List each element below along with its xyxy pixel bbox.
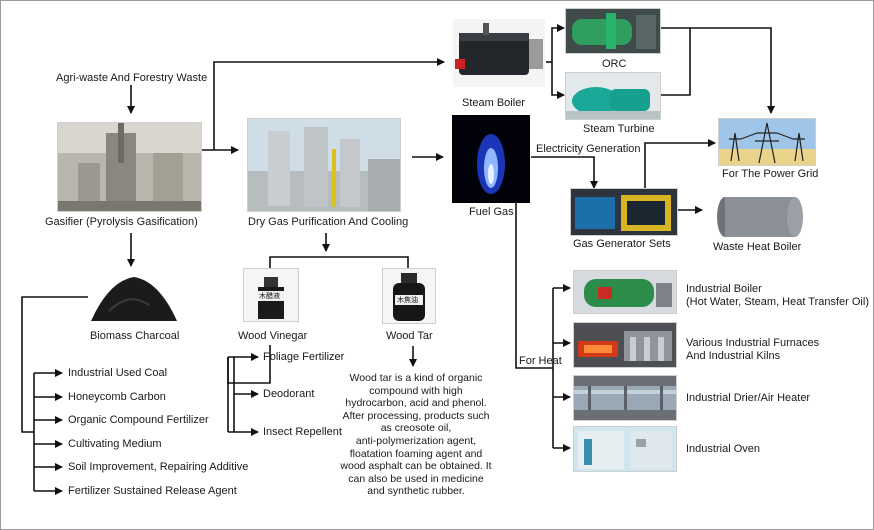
wood-tar-description-line: floatation foaming agent and [349, 447, 483, 460]
line-for-heat [515, 200, 553, 369]
wood-tar-description-line: After processing, products such [342, 409, 490, 422]
oven-label: Industrial Oven [686, 443, 760, 455]
charcoal-use-item: Industrial Used Coal [68, 367, 168, 379]
vinegar-use-item: Foliage Fertilizer [263, 351, 345, 363]
line-orc-turbine-join [660, 27, 691, 96]
biomass-charcoal-photo [88, 270, 180, 324]
wood-tar-label: Wood Tar [386, 330, 433, 342]
charcoal-use-item: Organic Compound Fertilizer [68, 414, 209, 426]
industrial-boiler-photo [573, 270, 677, 314]
vinegar-use-item: Deodorant [263, 388, 315, 400]
wood-vinegar-label: Wood Vinegar [238, 330, 308, 342]
power-grid-label: For The Power Grid [722, 168, 819, 180]
furnaces-label: Various Industrial Furnaces [686, 337, 820, 349]
line-liquids-split [269, 256, 409, 268]
arrow-to-steam-boiler [213, 58, 445, 150]
arrow-to-gas-generator [531, 156, 598, 189]
dry-gas-label: Dry Gas Purification And Cooling [248, 216, 409, 228]
charcoal-use-item: Honeycomb Carbon [68, 391, 166, 403]
waste-heat-boiler-photo [712, 192, 808, 242]
steam-turbine-label: Steam Turbine [583, 123, 655, 135]
fuel-gas-label: Fuel Gas [469, 206, 514, 218]
drier-label: Industrial Drier/Air Heater [686, 392, 811, 404]
agri-waste-label: Agri-waste And Forestry Waste [56, 72, 208, 84]
arrow-to-orc [551, 24, 565, 62]
arrow-generator-to-grid [644, 139, 716, 188]
orc-label: ORC [602, 58, 627, 70]
kilns-label: And Industrial Kilns [686, 350, 781, 362]
industrial-furnace-photo [573, 322, 677, 368]
arrow-to-power-grid [690, 27, 775, 114]
wood-vinegar-photo: 木醋液 [243, 268, 299, 322]
wood-tar-description-line: Wood tar is a kind of organic [349, 372, 483, 384]
charcoal-use-item: Cultivating Medium [68, 438, 162, 450]
dry-gas-photo [247, 118, 401, 212]
gas-generator-photo [570, 188, 678, 236]
wood-tar-description-line: compound with high [369, 384, 463, 397]
wood-tar-description: Wood tar is a kind of organic compound w… [336, 372, 496, 498]
wood-tar-description-line: anti-polymerization agent, [355, 434, 477, 447]
line-charcoal-bus [21, 296, 88, 433]
industrial-oven-photo [573, 426, 677, 472]
electricity-generation-label: Electricity Generation [536, 143, 641, 155]
steam-turbine-photo [565, 72, 661, 120]
wood-tar-description-line: wood asphalt can be obtained. It [340, 460, 492, 473]
industrial-boiler-sub-label: (Hot Water, Steam, Heat Transfer Oil) [686, 296, 869, 308]
wood-tar-description-line: can also be used in medicine [348, 472, 484, 485]
gas-generator-label: Gas Generator Sets [573, 238, 671, 250]
wood-tar-description-line: hydrocarbon, acid and phenol. [345, 397, 487, 410]
gasifier-label: Gasifier (Pyrolysis Gasification) [45, 216, 198, 228]
wood-tar-bottle-label: 木焦油 [397, 297, 418, 304]
gasifier-photo [57, 122, 202, 212]
biomass-charcoal-label: Biomass Charcoal [90, 330, 180, 342]
charcoal-use-item: Soil Improvement, Repairing Additive [68, 461, 249, 473]
steam-boiler-photo [452, 18, 546, 88]
fuel-gas-photo [452, 115, 530, 203]
for-heat-label: For Heat [519, 355, 562, 367]
power-grid-photo [718, 118, 816, 166]
wood-tar-photo: 木焦油 [382, 268, 436, 324]
industrial-boiler-label: Industrial Boiler [686, 283, 762, 295]
arrow-to-turbine [551, 62, 565, 99]
wood-vinegar-bottle-label: 木醋液 [259, 293, 280, 300]
industrial-drier-photo [573, 375, 677, 421]
steam-boiler-label: Steam Boiler [462, 97, 525, 109]
vinegar-use-item: Insect Repellent [263, 426, 342, 438]
waste-heat-boiler-label: Waste Heat Boiler [713, 241, 802, 253]
wood-tar-description-line: and synthetic rubber. [367, 485, 465, 498]
orc-photo [565, 8, 661, 54]
wood-tar-description-line: as creosote oil, [380, 422, 452, 435]
charcoal-use-item: Fertilizer Sustained Release Agent [68, 485, 237, 497]
